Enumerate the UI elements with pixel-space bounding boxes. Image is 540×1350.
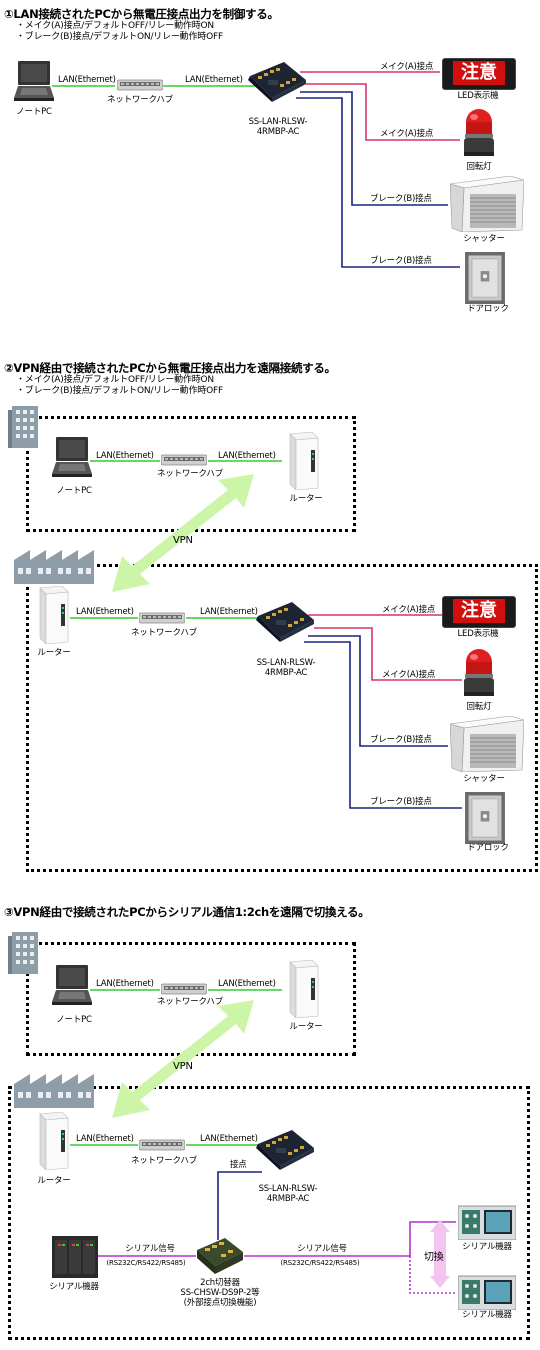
door-lock-label: ドアロック bbox=[467, 843, 509, 853]
relay-device-model-line2: 4RMBP-AC bbox=[264, 668, 308, 678]
laptop-label: ノートPC bbox=[56, 1015, 92, 1025]
door-lock-label: ドアロック bbox=[467, 304, 509, 314]
serial-signal-label: シリアル信号 bbox=[125, 1244, 175, 1254]
switcher-label-line3: (外部接点切換機能) bbox=[183, 1298, 257, 1308]
lan-label: LAN(Ethernet) bbox=[218, 979, 276, 989]
section3-title: ③VPN経由で接続されたPCからシリアル通信1:2chを遠隔で切換える。 bbox=[4, 905, 370, 919]
led-display-icon: 注意 bbox=[442, 58, 516, 90]
factory-network-frame bbox=[26, 564, 538, 872]
router-label: ルーター bbox=[289, 1022, 323, 1032]
make-contact-label: メイク(A)接点 bbox=[382, 605, 436, 615]
lan-label: LAN(Ethernet) bbox=[200, 1134, 258, 1144]
section2-title: ②VPN経由で接続されたPCから無電圧接点出力を遠隔接続する。 bbox=[4, 361, 336, 375]
hub-icon bbox=[161, 982, 207, 996]
section1-note-break: ・ブレーク(B)接点/デフォルトON/リレー動作時OFF bbox=[16, 32, 223, 42]
serial-signal-protocols: (RS232C/RS422/RS485) bbox=[106, 1259, 186, 1267]
break-contact-label: ブレーク(B)接点 bbox=[370, 797, 432, 807]
lan-label: LAN(Ethernet) bbox=[200, 607, 258, 617]
section1-wires bbox=[52, 71, 460, 268]
switcher-label-line1: 2ch切替器 bbox=[200, 1278, 240, 1288]
relay-device-icon bbox=[252, 1128, 316, 1170]
laptop-label: ノートPC bbox=[56, 486, 92, 496]
lan-label: LAN(Ethernet) bbox=[96, 451, 154, 461]
lan-label: LAN(Ethernet) bbox=[218, 451, 276, 461]
router-label: ルーター bbox=[289, 494, 323, 504]
section2-wires bbox=[70, 460, 462, 809]
serial-device-icon bbox=[52, 1232, 98, 1278]
led-display-label: LED表示機 bbox=[457, 629, 499, 639]
lan-label: LAN(Ethernet) bbox=[76, 607, 134, 617]
relay-device-model-line1: SS-LAN-RLSW- bbox=[258, 1184, 318, 1194]
contact-label: 接点 bbox=[230, 1160, 247, 1170]
serial-machine-icon bbox=[458, 1274, 516, 1310]
break-contact-label: ブレーク(B)接点 bbox=[370, 194, 432, 204]
hub-label: ネットワークハブ bbox=[131, 628, 197, 638]
switch-label: 切換 bbox=[424, 1252, 444, 1263]
vpn-label: VPN bbox=[173, 535, 193, 546]
relay-device-model-line1: SS-LAN-RLSW- bbox=[248, 117, 308, 127]
section2-note-make: ・メイク(A)接点/デフォルトOFF/リレー動作時ON bbox=[16, 375, 214, 385]
serial-machine-label: シリアル機器 bbox=[462, 1310, 512, 1320]
factory-network-frame bbox=[8, 1086, 530, 1340]
hub-label: ネットワークハブ bbox=[157, 469, 223, 479]
hub-label: ネットワークハブ bbox=[157, 997, 223, 1007]
lan-label: LAN(Ethernet) bbox=[76, 1134, 134, 1144]
rotating-lamp-label: 回転灯 bbox=[466, 702, 492, 712]
make-contact-label: メイク(A)接点 bbox=[380, 62, 434, 72]
section2-note-break: ・ブレーク(B)接点/デフォルトON/リレー動作時OFF bbox=[16, 386, 223, 396]
rotating-lamp-label: 回転灯 bbox=[466, 162, 492, 172]
serial-signal-label: シリアル信号 bbox=[297, 1244, 347, 1254]
relay-device-model-line1: SS-LAN-RLSW- bbox=[256, 658, 316, 668]
lan-label: LAN(Ethernet) bbox=[185, 75, 243, 85]
lan-label: LAN(Ethernet) bbox=[96, 979, 154, 989]
router-icon bbox=[34, 1112, 70, 1170]
vpn-label: VPN bbox=[173, 1061, 193, 1072]
make-contact-label: メイク(A)接点 bbox=[382, 670, 436, 680]
serial-signal-protocols: (RS232C/RS422/RS485) bbox=[280, 1259, 360, 1267]
router-label: ルーター bbox=[37, 1176, 71, 1186]
router-label: ルーター bbox=[37, 648, 71, 658]
section1-title: ①LAN接続されたPCから無電圧接点出力を制御する。 bbox=[4, 7, 279, 21]
led-display-text: 注意 bbox=[453, 599, 505, 623]
shutter-label: シャッター bbox=[463, 774, 505, 784]
laptop-label: ノートPC bbox=[16, 107, 52, 117]
router-icon bbox=[284, 960, 320, 1018]
relay-device-model-line2: 4RMBP-AC bbox=[256, 127, 300, 137]
make-contact-label: メイク(A)接点 bbox=[380, 129, 434, 139]
led-display-icon: 注意 bbox=[442, 596, 516, 628]
lan-label: LAN(Ethernet) bbox=[58, 75, 116, 85]
switcher-label-line2: SS-CHSW-DS9P-2等 bbox=[180, 1288, 260, 1298]
serial-machine-label: シリアル機器 bbox=[462, 1242, 512, 1252]
break-contact-label: ブレーク(B)接点 bbox=[370, 735, 432, 745]
hub-label: ネットワークハブ bbox=[131, 1156, 197, 1166]
section1-note-make: ・メイク(A)接点/デフォルトOFF/リレー動作時ON bbox=[16, 21, 214, 31]
serial-machine-icon bbox=[458, 1204, 516, 1240]
serial-device-label: シリアル機器 bbox=[49, 1282, 99, 1292]
break-contact-label: ブレーク(B)接点 bbox=[370, 256, 432, 266]
relay-device-model-line2: 4RMBP-AC bbox=[266, 1194, 310, 1204]
switcher-icon bbox=[195, 1236, 245, 1276]
shutter-label: シャッター bbox=[463, 234, 505, 244]
hub-icon bbox=[139, 1138, 185, 1152]
led-display-text: 注意 bbox=[453, 61, 505, 85]
laptop-icon bbox=[52, 964, 92, 1006]
hub-label: ネットワークハブ bbox=[107, 95, 173, 105]
led-display-label: LED表示機 bbox=[457, 91, 499, 101]
